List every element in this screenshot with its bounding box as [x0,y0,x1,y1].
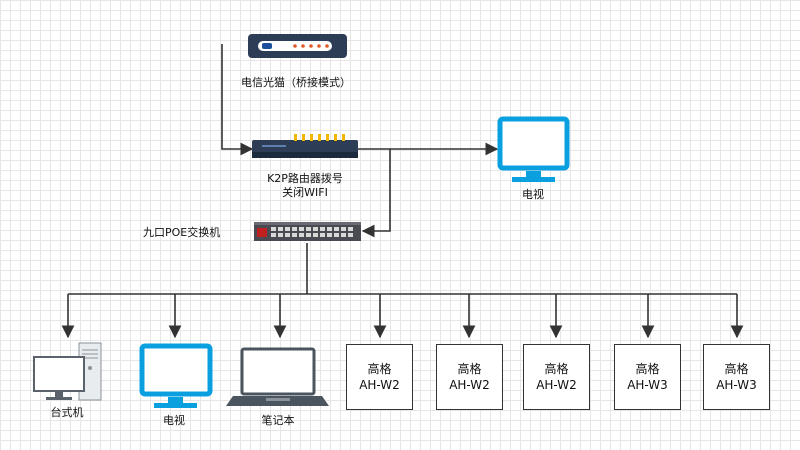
ap-model: AH-W3 [627,378,668,392]
ap-box: 高格 AH-W3 [703,344,770,410]
desktop-label: 台式机 [50,406,84,419]
router-switch-link [361,149,391,238]
ap-model: AH-W3 [716,378,757,392]
desktop-computer-icon [33,342,102,401]
ap-brand: 高格 [635,362,660,376]
laptop-icon [226,347,329,406]
modem-router-link [221,44,254,156]
modem-label: 电信光猫（桥接模式） [241,76,351,89]
modem-icon [248,34,347,58]
ap-model: AH-W2 [449,378,490,392]
switch-icon [254,222,361,241]
ap-box: 高格 AH-W3 [614,344,681,410]
ap-box: 高格 AH-W2 [436,344,503,410]
tv-bottom-label: 电视 [163,414,185,427]
ap-brand: 高格 [457,362,482,376]
tv-top-icon [497,116,570,182]
ap-box: 高格 AH-W2 [346,344,413,410]
switch-label: 九口POE交换机 [143,226,221,239]
router-label-line1: K2P路由器拨号 [267,172,343,185]
ap-box: 高格 AH-W2 [523,344,590,410]
laptop-label: 笔记本 [261,414,295,427]
router-label-line2: 关闭WIFI [282,186,328,199]
ap-brand: 高格 [544,362,569,376]
ap-brand: 高格 [724,362,749,376]
router-icon [252,134,358,158]
tv-top-label: 电视 [522,188,544,201]
tv-bottom-icon [139,343,213,408]
ap-model: AH-W2 [536,378,577,392]
connectors [61,44,744,339]
ap-brand: 高格 [367,362,392,376]
ap-model: AH-W2 [359,378,400,392]
